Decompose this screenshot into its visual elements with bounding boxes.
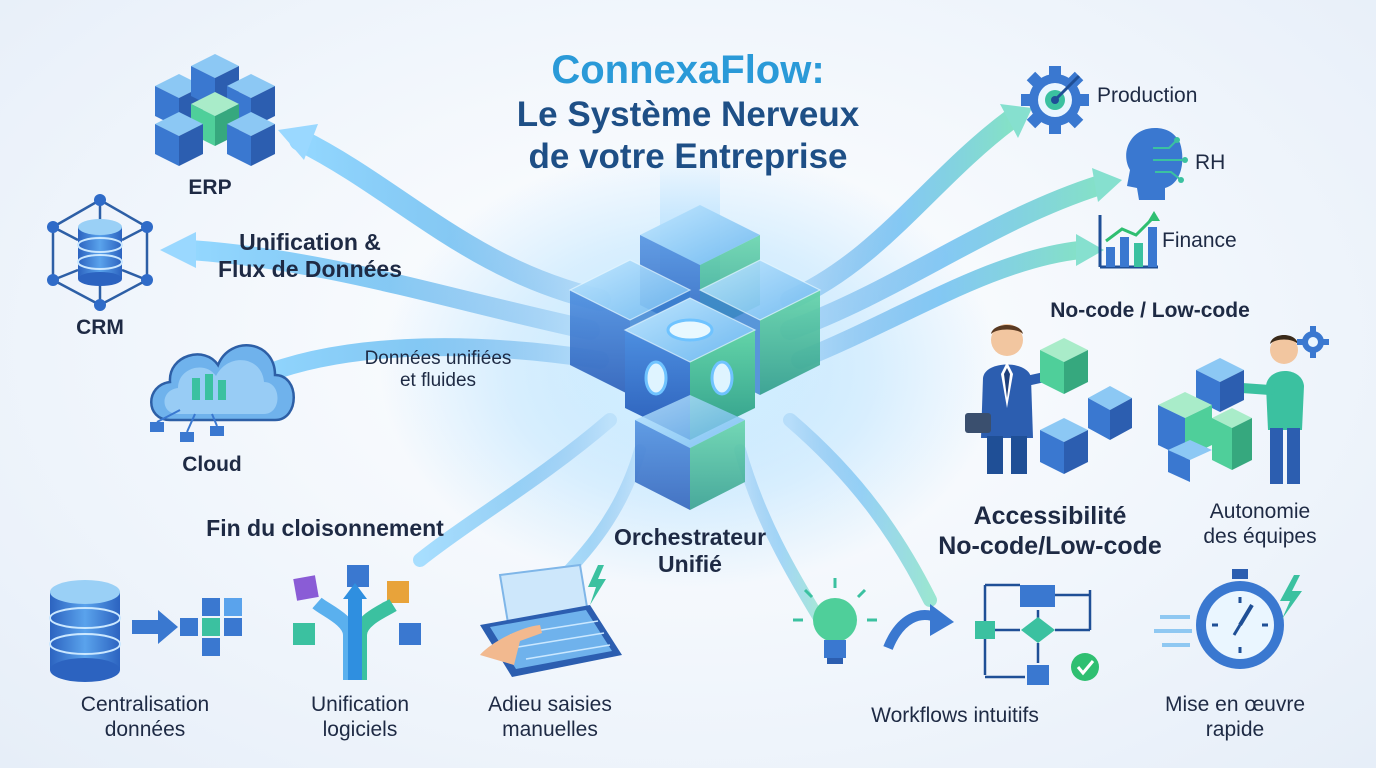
accessibilite-line-1: Accessibilité [973, 502, 1127, 530]
autonomie-line-2: des équipes [1203, 524, 1317, 548]
worker-icon [1237, 335, 1304, 484]
arrows-split-icon [293, 565, 421, 680]
stopwatch-icon [1154, 569, 1302, 669]
autonomie-label: Autonomie des équipes [1180, 500, 1340, 550]
mise-en-oeuvre-label: Mise en œuvre rapide [1140, 693, 1330, 743]
donnees-line-1: Données unifiées [364, 348, 512, 369]
database-icon [49, 580, 121, 682]
rh-label: RH [1195, 151, 1226, 174]
unification-logiciels-line-2: logiciels [322, 717, 398, 741]
arrow-right-icon [132, 610, 178, 644]
erp-label: ERP [188, 176, 232, 199]
title-line-3: de votre Entreprise [528, 137, 848, 176]
unification-logiciels-line-1: Unification [310, 693, 410, 716]
curved-arrow-head [930, 604, 954, 636]
lightbulb-icon [793, 578, 877, 664]
unification-flux-label: Unification & Flux de Données [200, 229, 420, 283]
title-line-2: Le Système Nerveux [516, 95, 860, 134]
donnees-line-2: et fluides [399, 370, 477, 392]
accessibilite-line-2: No-code/Low-code [938, 531, 1162, 560]
workflows-label: Workflows intuitifs [871, 704, 1039, 727]
donnees-label: Données unifiées et fluides [338, 348, 538, 393]
finance-label: Finance [1162, 229, 1237, 252]
puzzle-cubes-icon [1158, 358, 1252, 482]
main-title: ConnexaFlow: Le Système Nerveux de votre… [438, 46, 938, 178]
adieu-line-1: Adieu saisies [488, 693, 612, 716]
crm-database-network-icon [47, 194, 153, 311]
erp-cubes-icon [155, 54, 275, 166]
unification-logiciels-label: Unification logiciels [280, 693, 440, 743]
gear-small-icon [1297, 326, 1329, 358]
production-label: Production [1097, 84, 1198, 107]
cloud-icon [150, 344, 295, 442]
orchestrateur-line-1: Orchestrateur [613, 524, 767, 550]
centralisation-line-1: Centralisation [80, 693, 210, 716]
gear-target-icon [1021, 66, 1089, 134]
head-circuit-icon [1126, 128, 1188, 200]
mise-line-1: Mise en œuvre [1164, 693, 1306, 716]
unification-flux-line-2: Flux de Données [217, 256, 403, 283]
cloud-label: Cloud [182, 453, 242, 476]
centralisation-line-2: données [104, 717, 186, 741]
title-line-1: ConnexaFlow: [551, 48, 825, 92]
crm-label: CRM [76, 316, 124, 339]
small-cubes-icon [180, 598, 242, 656]
mise-line-2: rapide [1205, 717, 1265, 741]
centralisation-label: Centralisation données [55, 693, 235, 743]
adieu-line-2: manuelles [502, 717, 598, 741]
accessibility-cubes-icon [1040, 338, 1132, 474]
unification-flux-line-1: Unification & [239, 229, 381, 255]
central-cube-icon [568, 205, 822, 510]
adieu-saisies-label: Adieu saisies manuelles [465, 693, 635, 743]
accessibilite-label: Accessibilité No-code/Low-code [920, 502, 1180, 561]
flowchart-icon [975, 583, 1099, 685]
fin-cloisonnement-label: Fin du cloisonnement [206, 515, 444, 541]
flow-arrows-right [734, 104, 1122, 626]
autonomie-line-1: Autonomie [1209, 500, 1311, 523]
bar-chart-icon [1098, 211, 1160, 269]
orchestrateur-line-2: Unifié [658, 551, 722, 578]
orchestrateur-label: Orchestrateur Unifié [585, 524, 795, 578]
tablet-hand-icon [480, 563, 622, 677]
nocode-header: No-code / Low-code [1050, 299, 1250, 322]
